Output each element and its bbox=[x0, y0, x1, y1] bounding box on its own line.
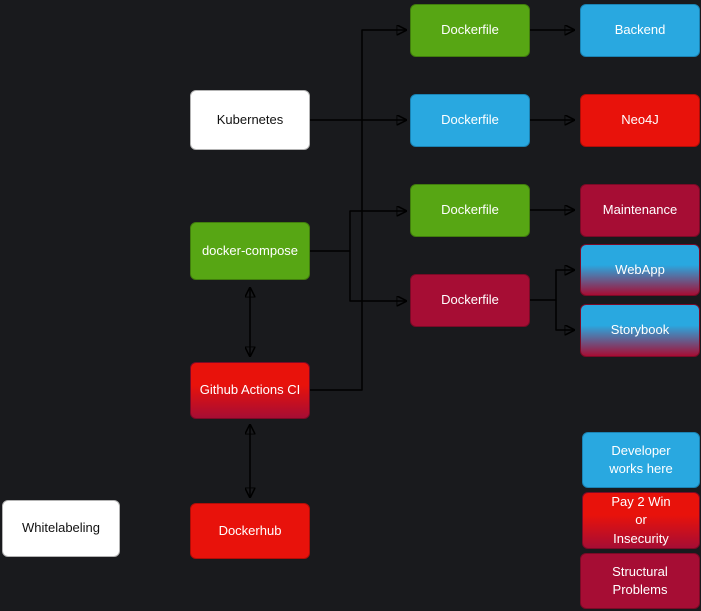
node-backend-label: Backend bbox=[614, 22, 666, 38]
node-whitelabeling-label: Whitelabeling bbox=[21, 520, 101, 536]
node-webapp-label: WebApp bbox=[615, 261, 665, 277]
node-dockerfile-backend: Dockerfile bbox=[410, 4, 530, 57]
edge-dockerfile-webapp-storybook bbox=[555, 300, 574, 330]
legend-structural-problems-label: Structural Problems bbox=[612, 563, 668, 597]
node-whitelabeling: Whitelabeling bbox=[2, 500, 120, 557]
edge-docker-compose-dockerfile-webapp bbox=[349, 251, 406, 301]
node-github-actions-ci: Github Actions CI bbox=[190, 362, 310, 419]
legend-pay-2-win: Pay 2 Win or Insecurity bbox=[582, 492, 700, 549]
node-kubernetes-label: Kubernetes bbox=[216, 111, 284, 127]
node-maintenance-label: Maintenance bbox=[602, 202, 678, 218]
node-dockerfile-backend-label: Dockerfile bbox=[441, 22, 499, 38]
node-dockerfile-maintenance: Dockerfile bbox=[410, 184, 530, 237]
edge-dockerfile-webapp-webapp bbox=[530, 270, 574, 301]
legend-structural-problems: Structural Problems bbox=[580, 553, 700, 609]
node-neo4j-label: Neo4J bbox=[621, 112, 659, 128]
node-backend: Backend bbox=[580, 4, 700, 57]
edge-docker-compose-dockerfile-maintenance bbox=[310, 211, 406, 252]
node-storybook: Storybook bbox=[580, 304, 700, 357]
node-dockerfile-webapp: Dockerfile bbox=[410, 274, 530, 327]
node-neo4j: Neo4J bbox=[580, 94, 700, 147]
node-docker-compose-label: docker-compose bbox=[201, 242, 299, 258]
edge-github-actions-trunk bbox=[310, 120, 363, 391]
node-dockerfile-webapp-label: Dockerfile bbox=[441, 292, 499, 308]
node-dockerhub: Dockerhub bbox=[190, 503, 310, 559]
legend-pay-2-win-label: Pay 2 Win or Insecurity bbox=[611, 494, 671, 546]
node-docker-compose: docker-compose bbox=[190, 222, 310, 280]
node-dockerhub-label: Dockerhub bbox=[218, 522, 282, 538]
node-dockerfile-neo4j: Dockerfile bbox=[410, 94, 530, 147]
node-kubernetes: Kubernetes bbox=[190, 90, 310, 150]
legend-developer-works-here: Developer works here bbox=[582, 432, 700, 488]
legend-developer-works-here-label: Developer works here bbox=[609, 442, 673, 476]
node-dockerfile-neo4j-label: Dockerfile bbox=[441, 112, 499, 128]
node-storybook-label: Storybook bbox=[610, 322, 670, 338]
node-webapp: WebApp bbox=[580, 244, 700, 296]
node-dockerfile-maintenance-label: Dockerfile bbox=[441, 202, 499, 218]
node-github-actions-ci-label: Github Actions CI bbox=[199, 382, 301, 398]
edge-kubernetes-dockerfile-backend bbox=[361, 30, 406, 120]
node-maintenance: Maintenance bbox=[580, 184, 700, 237]
